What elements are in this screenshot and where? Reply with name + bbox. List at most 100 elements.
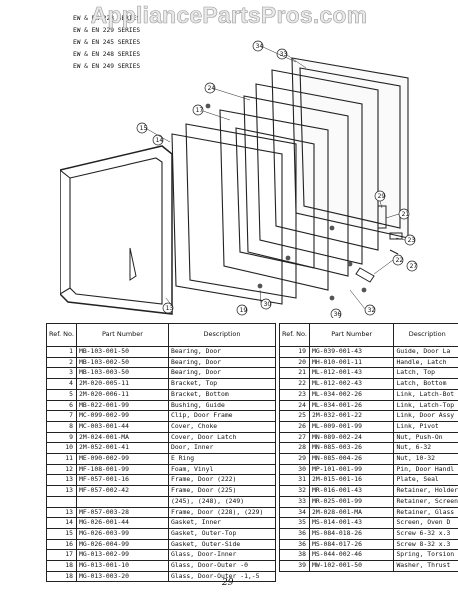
callout-label: 30 [264, 301, 272, 308]
callout-label: 24 [208, 85, 216, 92]
page-number: 29 [222, 578, 234, 588]
ref-no-cell: 10 [46, 442, 77, 455]
ref-no-cell: 18 [46, 560, 77, 572]
ref-no-cell: 19 [279, 346, 310, 358]
inner-door [219, 109, 329, 291]
description-cell: Frame, Door (228), (229) [167, 506, 277, 519]
ref-no-cell: 11 [46, 453, 77, 465]
part-number-cell: MC-003-001-44 [75, 420, 169, 433]
series-list: EW & EN 228 SERIES EW & EN 229 SERIES EW… [73, 13, 140, 73]
series-line: EW & EN 228 SERIES [73, 15, 141, 22]
part-number-cell: MS-084-017-26 [308, 538, 395, 551]
ref-no-cell: 13 [46, 474, 77, 487]
header-description: Description [167, 323, 277, 347]
part-number-cell: MN-085-004-26 [308, 453, 395, 465]
part-number-cell: MG-039-001-43 [308, 346, 395, 358]
callout-label: 33 [280, 51, 288, 58]
part-number-cell: MF-057-002-42 [75, 485, 169, 497]
part-number-cell: MF-057-003-28 [75, 506, 169, 519]
description-cell: Link, Latch-Bot [393, 388, 458, 401]
part-number-cell: ML-009-001-99 [308, 420, 395, 433]
header-ref-no: Ref. No. [279, 323, 310, 347]
ref-no-cell: 12 [46, 463, 77, 476]
description-cell: Retainer, Holder [393, 485, 458, 497]
part-number-cell: MS-014-001-43 [308, 517, 395, 529]
description-cell: Nut, Push-On [393, 431, 458, 444]
description-cell: Bearing, Door [167, 356, 277, 369]
ref-no-cell: 6 [46, 399, 77, 412]
part-number-cell: 2M-015-001-16 [308, 474, 395, 487]
header-ref-no: Ref. No. [46, 323, 77, 347]
description-cell: Door, Inner [167, 442, 277, 455]
part-number-cell: MB-103-003-50 [75, 367, 169, 380]
ref-no-cell: 39 [279, 560, 310, 572]
part-number-cell: MS-044-002-46 [308, 549, 395, 562]
ref-no-cell: 17 [46, 549, 77, 562]
inner-door-window [235, 127, 315, 269]
part-number-cell: ML-012-002-43 [308, 378, 395, 390]
part-number-cell: 2M-052-001-41 [75, 442, 169, 455]
rear-panel-inner [299, 67, 401, 229]
part-number-cell: 2M-020-005-11 [75, 378, 169, 390]
ref-no-cell: 2 [46, 356, 77, 369]
description-cell: Foam, Vinyl [167, 463, 277, 476]
series-line: EW & EN 249 SERIES [73, 63, 141, 70]
ref-no-cell: 28 [279, 442, 310, 455]
callout-label: 21 [402, 211, 410, 218]
part-number-cell: MB-103-002-50 [75, 356, 169, 369]
ref-no-cell: 29 [279, 453, 310, 465]
part-number-cell: ML-012-001-43 [308, 367, 395, 380]
callout-label: 23 [408, 237, 416, 244]
ref-no-cell: 38 [279, 549, 310, 562]
part-number-cell: MG-026-003-99 [75, 527, 169, 540]
callout-label: 32 [368, 307, 376, 314]
part-number-cell: MP-101-001-99 [308, 463, 395, 476]
description-cell: Link, Latch-Top [393, 399, 458, 412]
part-number-cell: MF-108-001-99 [75, 463, 169, 476]
choke-cover [171, 133, 283, 305]
perforated-screen [271, 69, 379, 251]
callout-label: 27 [410, 263, 418, 270]
callout-label: 34 [256, 43, 264, 50]
ref-no-cell: 13 [46, 506, 77, 519]
description-cell: Clip, Door Frame [167, 410, 277, 422]
description-cell: Screen, Oven D [393, 517, 458, 529]
ref-no-cell: 23 [279, 388, 310, 401]
callout-label: 13 [166, 305, 174, 312]
part-number-cell: ML-034-002-26 [308, 388, 395, 401]
description-cell: Gasket, Inner [167, 517, 277, 529]
ref-no-cell: 15 [46, 527, 77, 540]
description-cell: Spring, Torsion [393, 549, 458, 562]
part-number-cell: MN-089-002-24 [308, 431, 395, 444]
description-cell: Cover, Choke [167, 420, 277, 433]
part-number-cell: ML-034-001-26 [308, 399, 395, 412]
part-number-cell: MS-084-018-26 [308, 527, 395, 540]
description-cell: Retainer, Screen [393, 495, 458, 508]
description-cell: Handle, Latch [393, 356, 458, 369]
description-cell: Glass, Door-Outer -0 [167, 560, 277, 572]
